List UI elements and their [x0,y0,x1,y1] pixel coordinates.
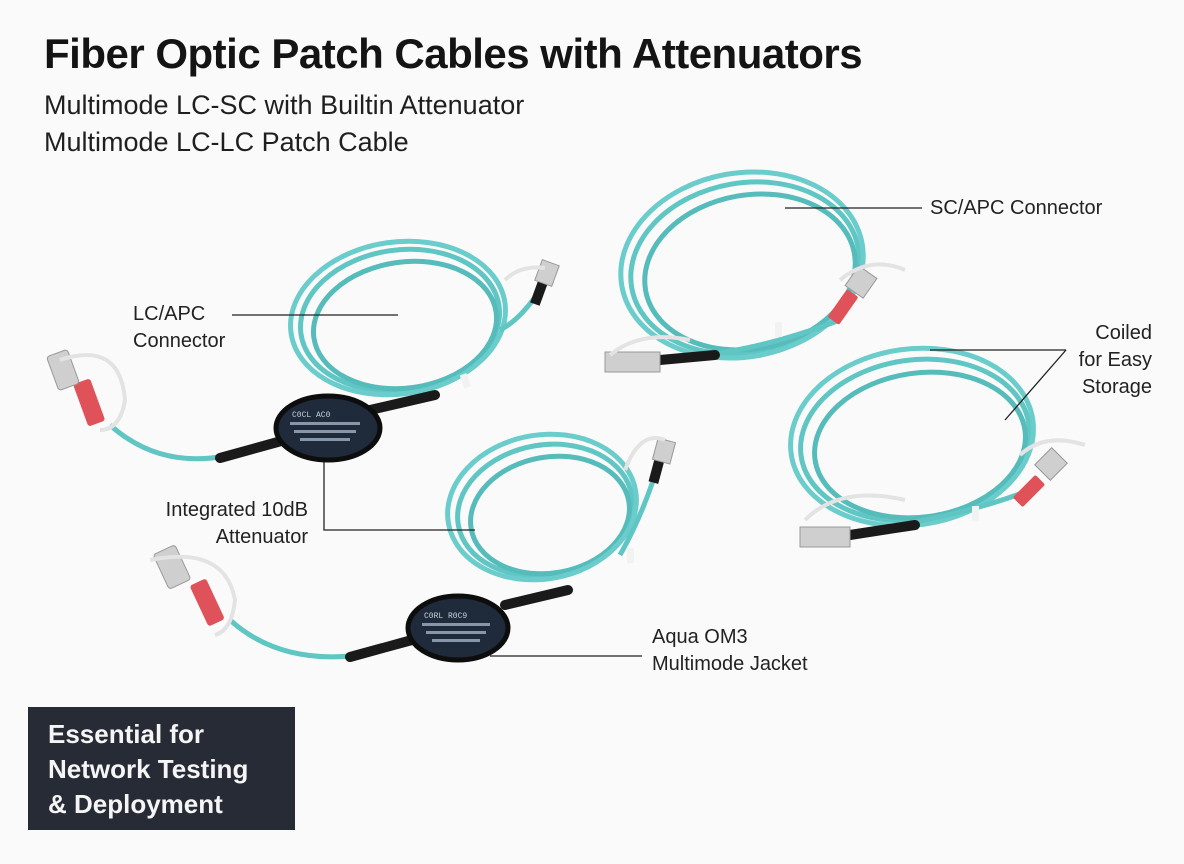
badge-line: Essential for [48,719,205,749]
badge-line: Network Testing [48,754,249,784]
subtitle-lc-lc: Multimode LC-LC Patch Cable [44,127,409,157]
callout-line: Integrated 10dB [165,499,308,521]
callout-lc-apc-connector: LC/APC Connector [133,301,225,355]
leader-coiled-2 [1004,349,1067,421]
cable-lc-lc-1 [604,169,906,373]
callout-line: Multimode Jacket [652,653,808,675]
svg-text:C0CL AC0: C0CL AC0 [292,411,331,420]
callout-integrated-attenuator: Integrated 10dB Attenuator [140,497,308,551]
leader-lines [232,207,1067,657]
essential-badge: Essential for Network Testing & Deployme… [28,707,295,830]
leader-attenuator [323,462,475,531]
callout-line: Storage [1081,376,1152,398]
cable-lc-lc-2 [788,345,1086,548]
page-title: Fiber Optic Patch Cables with Attenuator… [44,30,863,77]
callout-line: Connector [133,330,226,352]
attenuator-housing [273,393,383,463]
lc-connector [503,258,560,306]
callout-line: Aqua OM3 [652,626,748,648]
callout-line: LC/APC [133,303,206,325]
callout-coiled-storage: Coiled for Easy Storage [1050,320,1152,401]
sc-connector-red-boot [46,349,128,432]
callout-sc-apc-connector: SC/APC Connector [930,197,1103,219]
svg-text:C0RL R0C9: C0RL R0C9 [424,612,467,621]
callout-line: Attenuator [215,526,308,548]
cable-lc-sc-attenuator-2: C0RL R0C9 [149,431,677,663]
callout-aqua-om3-jacket: Aqua OM3 Multimode Jacket [652,624,808,678]
cable-lc-sc-attenuator-1: C0CL AC0 [46,238,560,463]
strain-relief [215,435,290,463]
attenuator-housing [405,593,511,663]
callout-line: for Easy [1078,349,1152,371]
subtitle-lc-sc: Multimode LC-SC with Builtin Attenuator [44,90,525,120]
callout-line: Coiled [1095,322,1152,344]
badge-line: & Deployment [48,789,223,819]
